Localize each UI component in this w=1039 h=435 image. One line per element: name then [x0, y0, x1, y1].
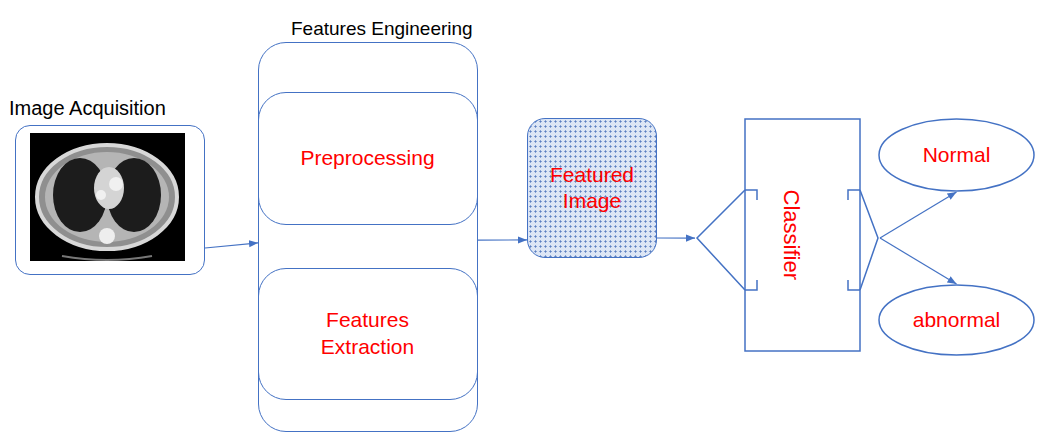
flow-arrow	[478, 239, 527, 240]
classifier-block: Classifier	[695, 118, 880, 352]
process-box: Features Extraction	[258, 268, 478, 400]
vessel	[96, 190, 106, 200]
node-label: Preprocessing	[300, 145, 434, 171]
group-heading: Image Acquisition	[9, 96, 166, 121]
group-heading: Features Engineering	[291, 17, 473, 41]
flow-arrow	[205, 243, 258, 248]
left-lung	[53, 158, 107, 232]
flow-arrow	[880, 238, 957, 284]
input-wedge	[697, 190, 745, 290]
scanner-table	[62, 256, 152, 260]
flow-arrow	[880, 192, 957, 238]
right-bracket	[848, 190, 860, 290]
node-label: Features Extraction	[303, 307, 433, 360]
acquisition-box: Image Acquisition	[15, 125, 205, 275]
flow-arrow	[657, 237, 695, 238]
left-bracket	[745, 190, 757, 290]
node-label: Featured Image	[536, 162, 648, 215]
node-label: Classifier	[778, 190, 806, 280]
outcome-ellipse: abnormal	[878, 284, 1035, 356]
ellipse-shape	[879, 119, 1034, 191]
outcome-ellipse: Normal	[878, 118, 1035, 192]
chest-body	[37, 145, 177, 249]
node-label: abnormal	[913, 307, 1001, 333]
featured-image-box: Featured Image	[527, 118, 657, 258]
node-label: Normal	[923, 142, 991, 168]
ellipse-shape	[879, 285, 1034, 355]
output-wedge	[860, 190, 878, 290]
engineering-group: Features EngineeringPreprocessingFeature…	[258, 42, 478, 432]
process-box: Preprocessing	[258, 92, 478, 225]
scan-background	[30, 133, 185, 261]
spine	[99, 228, 115, 244]
classifier-frame	[745, 119, 860, 351]
heart-vessel	[109, 177, 123, 191]
mediastinum	[94, 167, 124, 209]
